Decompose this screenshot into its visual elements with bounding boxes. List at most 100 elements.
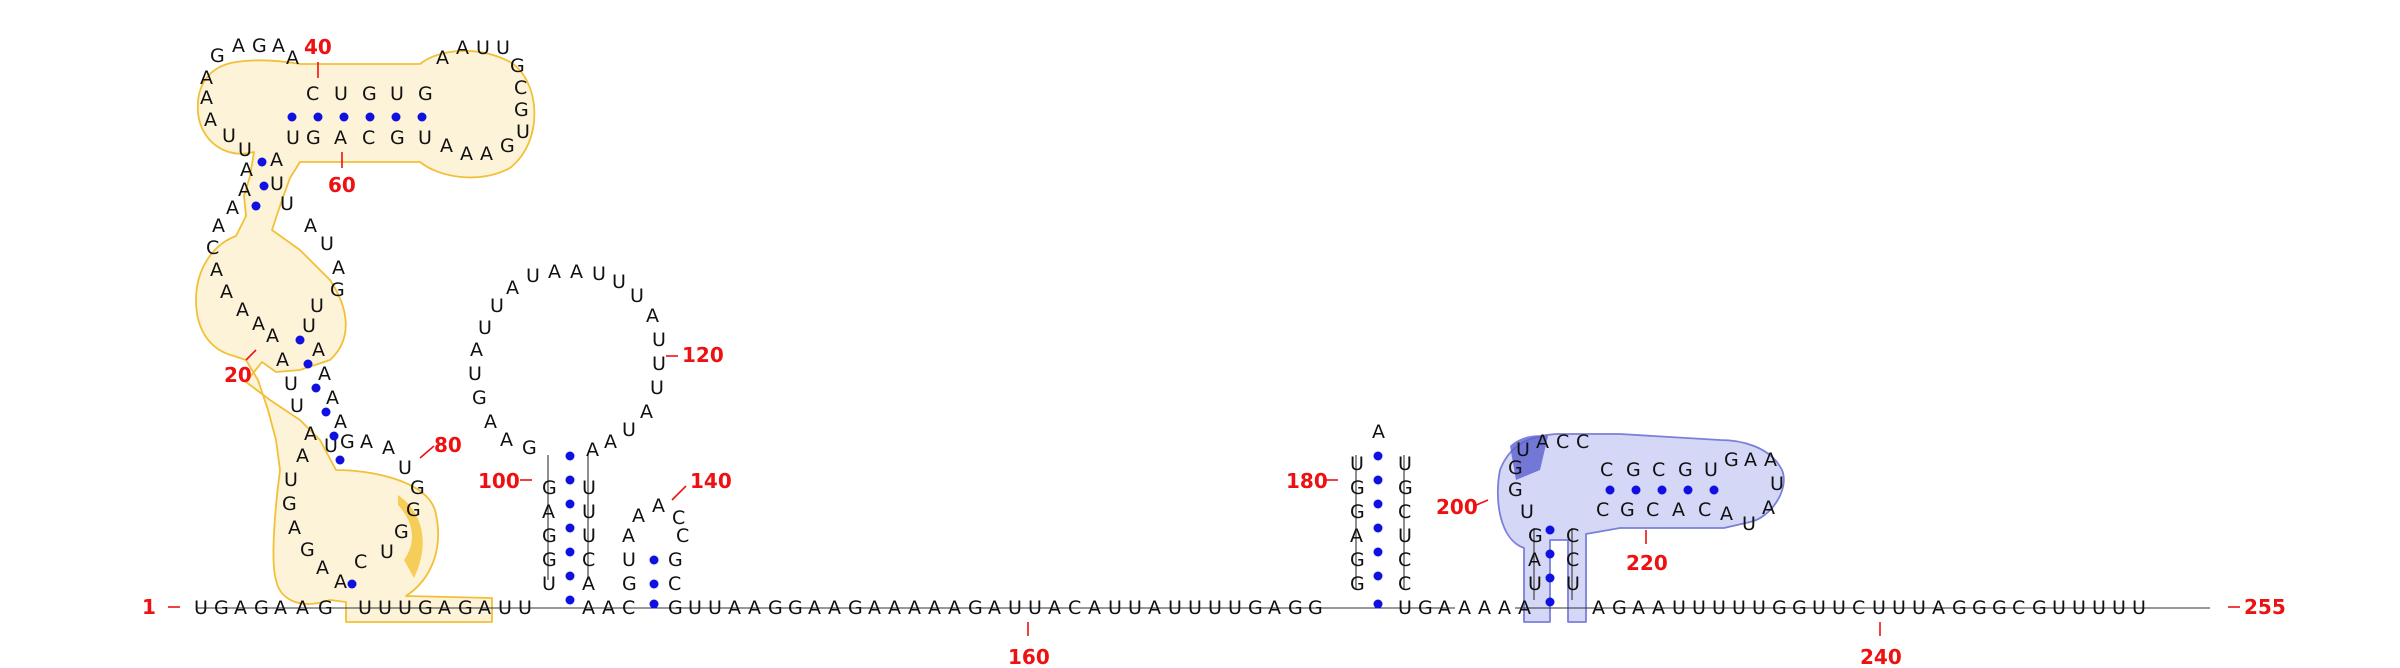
svg-text:A: A bbox=[646, 305, 659, 327]
svg-text:A: A bbox=[548, 261, 561, 283]
svg-text:G: G bbox=[1792, 597, 1807, 619]
index-label-240: 240 bbox=[1860, 645, 1902, 668]
svg-text:C: C bbox=[362, 127, 375, 149]
svg-text:U: U bbox=[284, 373, 298, 395]
svg-text:U: U bbox=[290, 395, 304, 417]
svg-text:C: C bbox=[1596, 499, 1609, 521]
svg-text:G: G bbox=[254, 597, 269, 619]
svg-text:A: A bbox=[1672, 499, 1685, 521]
svg-text:A: A bbox=[928, 597, 941, 619]
svg-text:U: U bbox=[378, 597, 392, 619]
svg-text:U: U bbox=[516, 121, 530, 143]
svg-text:G: G bbox=[768, 597, 783, 619]
svg-text:U: U bbox=[284, 469, 298, 491]
svg-text:U: U bbox=[1350, 453, 1364, 475]
svg-text:G: G bbox=[542, 549, 557, 571]
svg-text:A: A bbox=[1372, 421, 1385, 443]
svg-text:U: U bbox=[2052, 597, 2066, 619]
svg-text:U: U bbox=[652, 353, 666, 375]
svg-text:U: U bbox=[498, 597, 512, 619]
svg-text:A: A bbox=[318, 363, 331, 385]
svg-text:A: A bbox=[326, 387, 339, 409]
svg-text:A: A bbox=[1048, 597, 1061, 619]
svg-text:G: G bbox=[1772, 597, 1787, 619]
svg-text:U: U bbox=[1892, 597, 1906, 619]
svg-text:U: U bbox=[1398, 597, 1412, 619]
svg-text:G: G bbox=[2032, 597, 2047, 619]
svg-text:A: A bbox=[1478, 597, 1491, 619]
svg-text:A: A bbox=[988, 597, 1001, 619]
svg-text:U: U bbox=[468, 363, 482, 385]
svg-text:A: A bbox=[1498, 597, 1511, 619]
svg-text:C: C bbox=[1652, 459, 1665, 481]
svg-text:A: A bbox=[296, 597, 309, 619]
svg-text:U: U bbox=[1692, 597, 1706, 619]
svg-text:G: G bbox=[406, 499, 421, 521]
svg-text:A: A bbox=[748, 597, 761, 619]
svg-text:C: C bbox=[1556, 431, 1569, 453]
svg-text:C: C bbox=[1398, 573, 1411, 595]
svg-text:A: A bbox=[1088, 597, 1101, 619]
svg-text:C: C bbox=[1566, 525, 1579, 547]
svg-text:A: A bbox=[334, 411, 347, 433]
svg-text:A: A bbox=[438, 597, 451, 619]
svg-text:U: U bbox=[2112, 597, 2126, 619]
svg-text:G: G bbox=[1626, 459, 1641, 481]
svg-text:G: G bbox=[472, 387, 487, 409]
svg-text:A: A bbox=[470, 339, 483, 361]
svg-text:A: A bbox=[1458, 597, 1471, 619]
svg-text:A: A bbox=[460, 143, 473, 165]
svg-text:G: G bbox=[1992, 597, 2007, 619]
svg-text:A: A bbox=[640, 401, 653, 423]
svg-text:A: A bbox=[570, 261, 583, 283]
svg-text:A: A bbox=[888, 597, 901, 619]
svg-text:A: A bbox=[808, 597, 821, 619]
svg-text:U: U bbox=[418, 127, 432, 149]
svg-text:A: A bbox=[220, 281, 233, 303]
svg-text:A: A bbox=[1438, 597, 1451, 619]
svg-text:A: A bbox=[632, 505, 645, 527]
svg-text:A: A bbox=[1268, 597, 1281, 619]
svg-text:G: G bbox=[394, 521, 409, 543]
svg-text:U: U bbox=[1228, 597, 1242, 619]
index-label-140: 140 bbox=[690, 469, 732, 493]
yellow-highlight-upper bbox=[195, 50, 536, 623]
svg-text:A: A bbox=[272, 35, 285, 57]
svg-text:A: A bbox=[334, 571, 347, 593]
svg-text:G: G bbox=[210, 45, 225, 67]
index-labels: 1 255 40 60 20 80 100 120 140 160 180 20… bbox=[142, 35, 2286, 668]
svg-text:C: C bbox=[514, 77, 527, 99]
svg-text:A: A bbox=[286, 47, 299, 69]
svg-text:A: A bbox=[200, 67, 213, 89]
svg-text:G: G bbox=[668, 597, 683, 619]
svg-text:A: A bbox=[1518, 597, 1531, 619]
svg-text:U: U bbox=[334, 83, 348, 105]
svg-text:C: C bbox=[1068, 597, 1081, 619]
svg-text:C: C bbox=[582, 549, 595, 571]
svg-text:U: U bbox=[358, 597, 372, 619]
svg-text:C: C bbox=[1698, 499, 1711, 521]
svg-text:U: U bbox=[390, 83, 404, 105]
svg-text:U: U bbox=[1752, 597, 1766, 619]
index-label-200: 200 bbox=[1436, 495, 1478, 519]
svg-text:U: U bbox=[2072, 597, 2086, 619]
svg-text:G: G bbox=[848, 597, 863, 619]
svg-text:G: G bbox=[1398, 477, 1413, 499]
svg-text:U: U bbox=[1704, 459, 1718, 481]
svg-text:A: A bbox=[276, 349, 289, 371]
svg-text:A: A bbox=[484, 411, 497, 433]
svg-text:U: U bbox=[1108, 597, 1122, 619]
svg-text:U: U bbox=[496, 37, 510, 59]
blue-dark-segment bbox=[1510, 435, 1548, 480]
svg-text:U: U bbox=[1188, 597, 1202, 619]
blue-highlight-region bbox=[1496, 433, 1785, 623]
svg-text:U: U bbox=[1912, 597, 1926, 619]
svg-text:U: U bbox=[1028, 597, 1042, 619]
svg-text:G: G bbox=[410, 477, 425, 499]
svg-text:U: U bbox=[1732, 597, 1746, 619]
svg-text:C: C bbox=[1646, 499, 1659, 521]
svg-text:G: G bbox=[306, 127, 321, 149]
svg-text:G: G bbox=[522, 437, 537, 459]
svg-text:G: G bbox=[300, 539, 315, 561]
